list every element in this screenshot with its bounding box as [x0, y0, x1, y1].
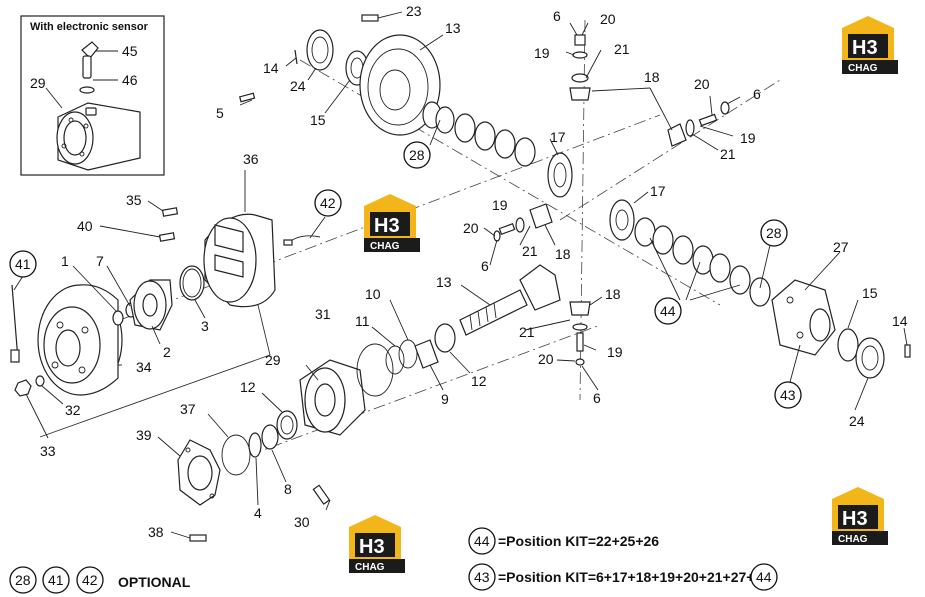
callout-6-right: 6 — [753, 86, 761, 102]
logo-main-text: H3 — [359, 536, 385, 558]
watermark-logo-center: H3 CHAG — [364, 194, 420, 252]
callout-19-right: 19 — [740, 130, 756, 146]
callout-numbers: 1 2 3 4 5 6 6 6 6 7 8 9 10 11 12 12 13 1… — [40, 3, 908, 540]
callout-19-top: 19 — [534, 45, 550, 61]
callout-7: 7 — [96, 253, 104, 269]
callout-33: 33 — [40, 443, 56, 459]
logo-main-text: H3 — [842, 508, 868, 530]
callout-18-top: 18 — [644, 69, 660, 85]
sensor-label-29: 29 — [30, 75, 46, 91]
callout-10: 10 — [365, 286, 381, 302]
callout-15-left: 15 — [310, 112, 326, 128]
sensor-label-45: 45 — [122, 43, 138, 59]
callout-18-bottom: 18 — [605, 286, 621, 302]
callout-6-top: 6 — [553, 8, 561, 24]
callout-20-bottom: 20 — [538, 351, 554, 367]
callout-18-left: 18 — [555, 246, 571, 262]
hub-assembly — [10, 207, 321, 397]
legend-44-text: =Position KIT=22+25+26 — [498, 533, 659, 549]
callout-35: 35 — [126, 192, 142, 208]
callout-15-right: 15 — [862, 285, 878, 301]
legend-43-ref: 43 — [474, 569, 490, 585]
callout-19-left: 19 — [492, 197, 508, 213]
callout-30: 30 — [294, 514, 310, 530]
kit-legend: 44 =Position KIT=22+25+26 43 =Position K… — [9, 527, 778, 594]
watermark-logo-bottom-right: H3 CHAG — [832, 487, 888, 545]
circled-44: 44 — [660, 303, 676, 319]
callout-17-right: 17 — [650, 183, 666, 199]
callout-36: 36 — [243, 151, 259, 167]
pinion-shaft — [459, 264, 561, 336]
logo-main-text: H3 — [852, 37, 878, 59]
logo-sub-text: CHAG — [355, 562, 385, 573]
sensor-inset: With electronic sensor 45 46 29 — [20, 15, 165, 176]
circled-28-upper: 28 — [409, 147, 425, 163]
legend-43-tail: 44 — [756, 569, 772, 585]
callout-24-right: 24 — [849, 413, 865, 429]
sensor-inset-title: With electronic sensor — [30, 21, 149, 33]
callout-40: 40 — [77, 218, 93, 234]
flange-assembly — [177, 323, 456, 542]
callout-23: 23 — [406, 3, 422, 19]
circled-43: 43 — [780, 387, 796, 403]
callout-20-left: 20 — [463, 220, 479, 236]
callout-31: 31 — [315, 306, 331, 322]
callout-9: 9 — [441, 391, 449, 407]
optional-ref-41: 41 — [48, 572, 64, 588]
callout-21-left: 21 — [522, 243, 538, 259]
callout-17-upper: 17 — [550, 129, 566, 145]
callout-38: 38 — [148, 524, 164, 540]
legend-44-ref: 44 — [474, 533, 490, 549]
circled-callouts: 28 41 42 28 44 43 — [9, 141, 802, 409]
callout-8: 8 — [284, 481, 292, 497]
logo-sub-text: CHAG — [848, 63, 878, 74]
callout-14-left: 14 — [263, 60, 279, 76]
callout-1: 1 — [61, 253, 69, 269]
callout-37: 37 — [180, 401, 196, 417]
callout-12-upper: 12 — [471, 373, 487, 389]
callout-39: 39 — [136, 427, 152, 443]
callout-19-bottom: 19 — [607, 344, 623, 360]
optional-ref-28: 28 — [15, 572, 31, 588]
optional-label: OPTIONAL — [118, 574, 191, 590]
callout-24-left: 24 — [290, 78, 306, 94]
callout-20-top: 20 — [600, 11, 616, 27]
watermark-logo-top-right: H3 CHAG — [842, 16, 898, 74]
callout-2: 2 — [163, 344, 171, 360]
legend-43-text: =Position KIT=6+17+18+19+20+21+27+ — [498, 569, 754, 585]
callout-27: 27 — [833, 239, 849, 255]
callout-11: 11 — [355, 313, 370, 329]
callout-21-bottom: 21 — [519, 324, 535, 340]
callout-14-right: 14 — [892, 313, 908, 329]
callout-3: 3 — [201, 318, 209, 334]
crown-wheel-assembly — [238, 14, 573, 198]
callout-6-bottom: 6 — [593, 390, 601, 406]
callout-13-pinion: 13 — [436, 274, 452, 290]
callout-20-right: 20 — [694, 76, 710, 92]
circled-28-right: 28 — [766, 225, 782, 241]
callout-21-top: 21 — [614, 41, 630, 57]
leader-lines — [13, 11, 908, 539]
circled-42: 42 — [320, 195, 336, 211]
optional-ref-42: 42 — [82, 572, 98, 588]
logo-sub-text: CHAG — [370, 241, 400, 252]
spider-gears — [493, 34, 730, 366]
watermark-logo-bottom-center: H3 CHAG — [349, 515, 405, 573]
logo-sub-text: CHAG — [838, 534, 868, 545]
callout-4: 4 — [254, 505, 262, 521]
callout-5: 5 — [216, 105, 224, 121]
callout-12-lower: 12 — [240, 379, 256, 395]
callout-13-crown: 13 — [445, 20, 461, 36]
callout-6-left: 6 — [481, 258, 489, 274]
callout-29: 29 — [265, 352, 281, 368]
sensor-label-46: 46 — [122, 72, 138, 88]
circled-41: 41 — [15, 256, 31, 272]
callout-21-right: 21 — [720, 146, 736, 162]
logo-main-text: H3 — [374, 215, 400, 237]
callout-32: 32 — [65, 402, 81, 418]
callout-34: 34 — [136, 359, 152, 375]
